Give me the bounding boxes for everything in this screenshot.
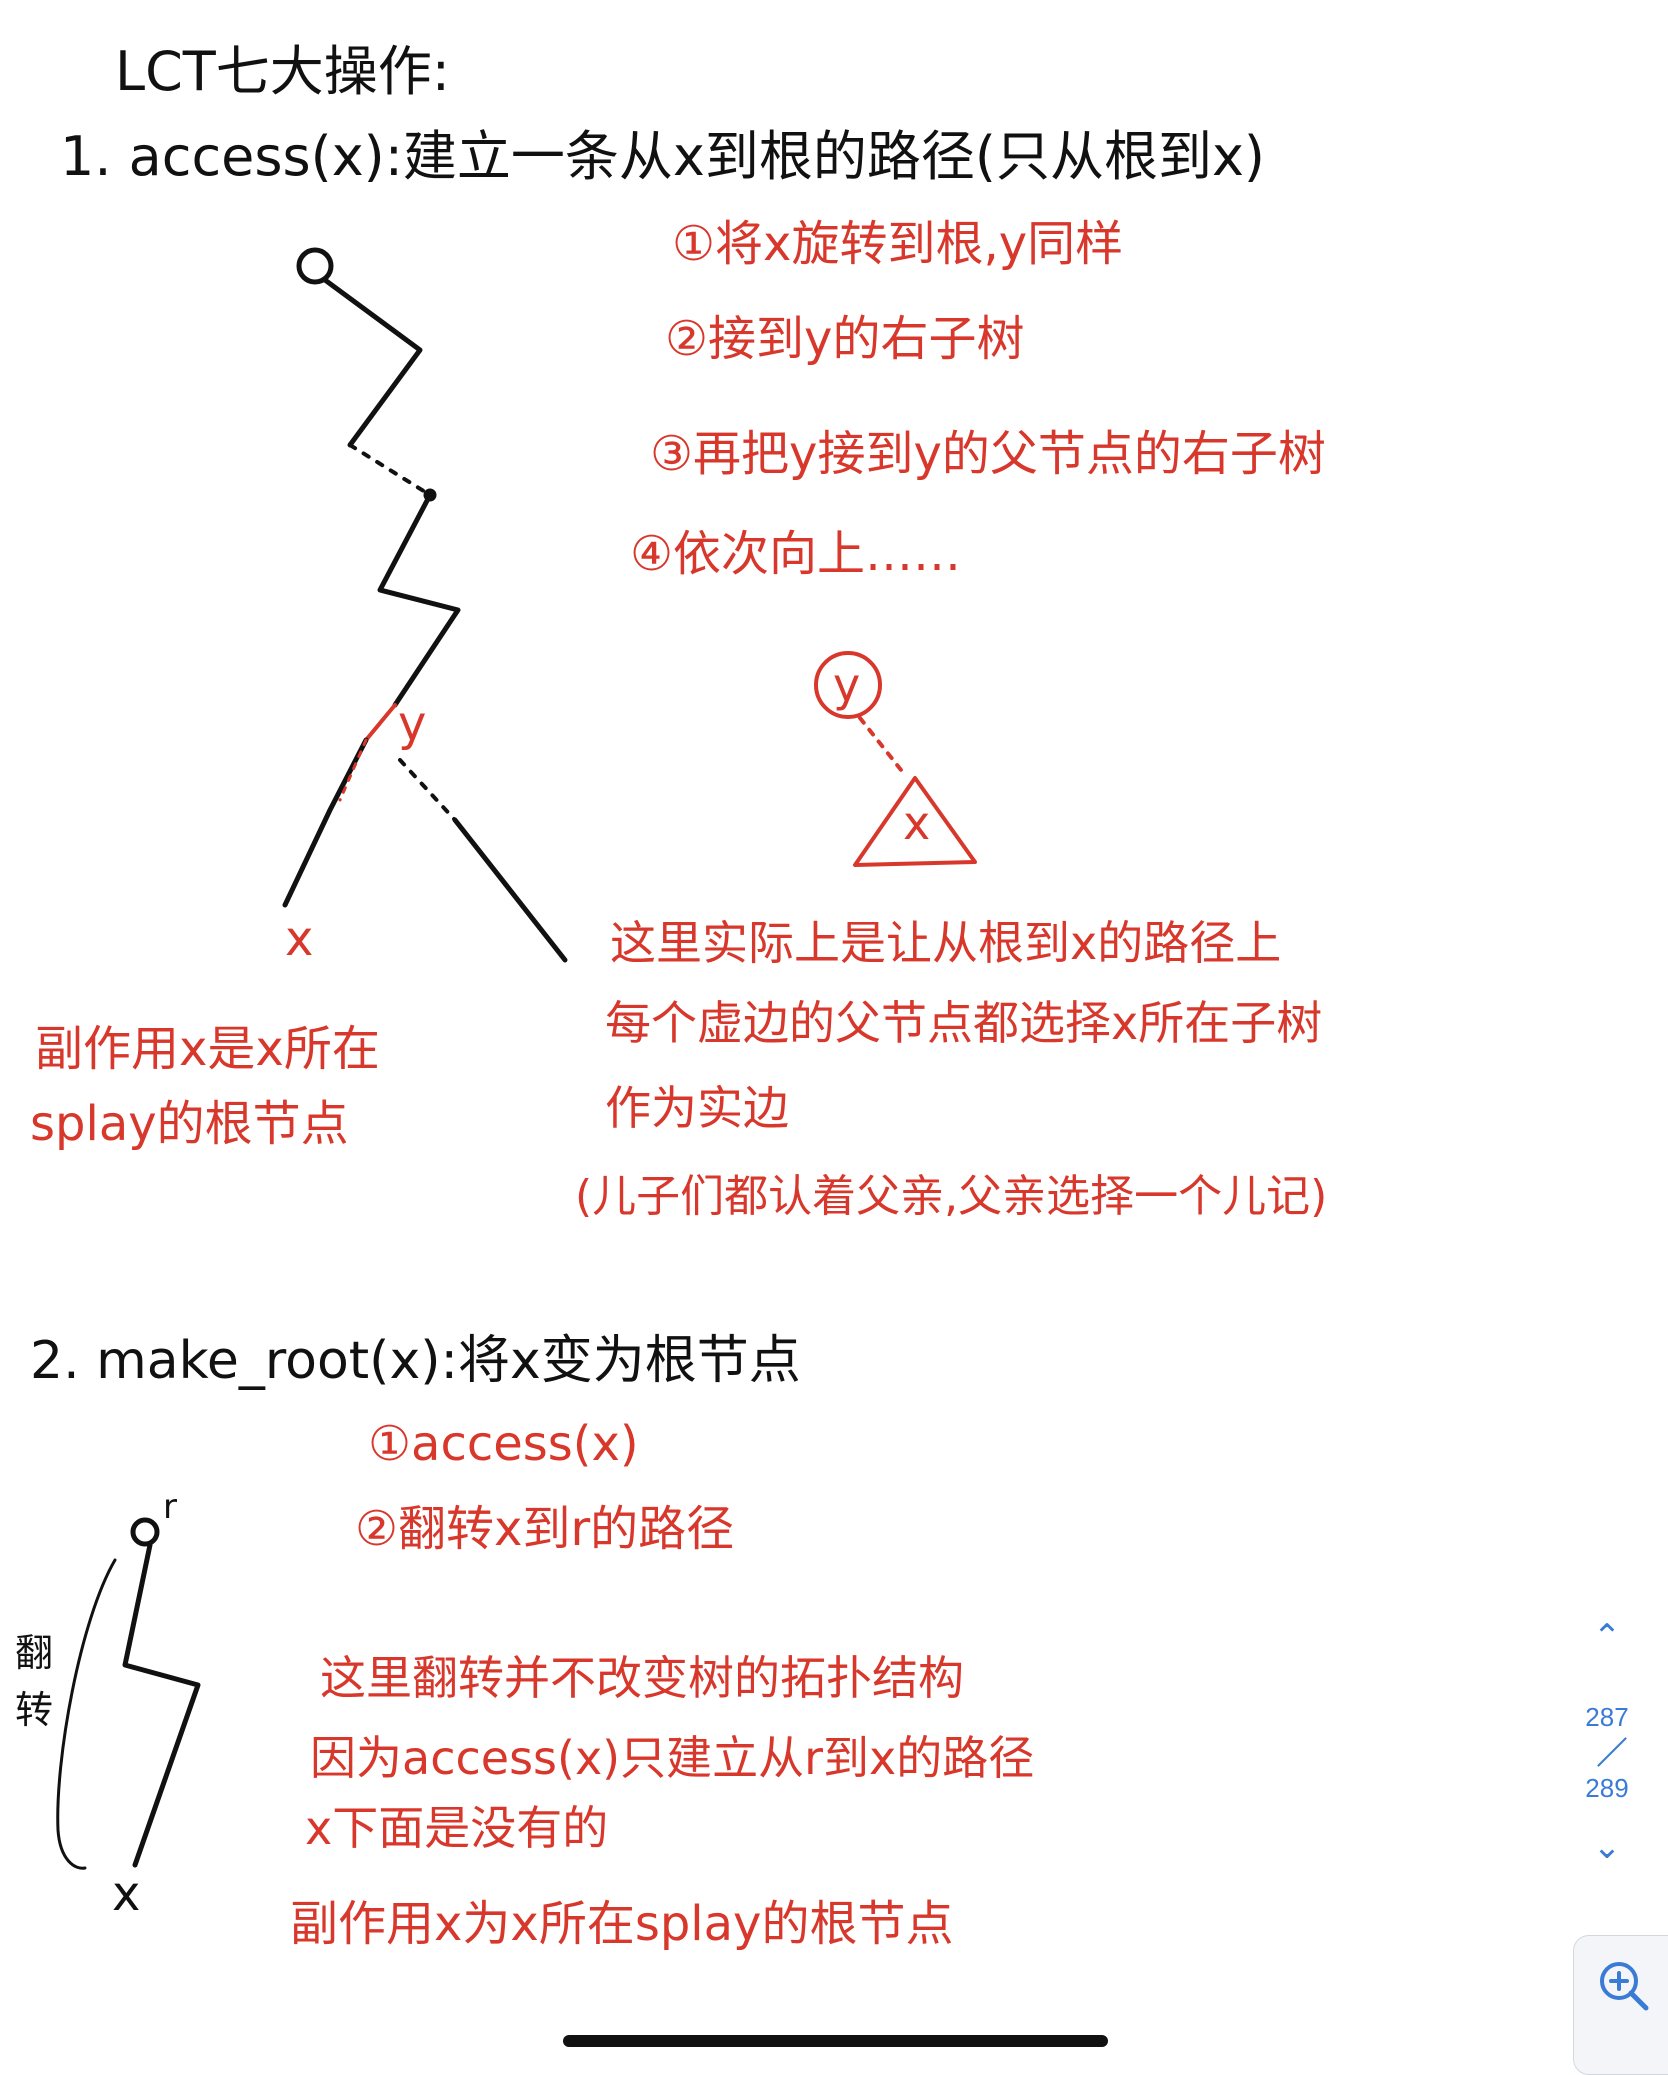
access-side-effect-line-2: splay的根节点	[30, 1096, 349, 1152]
x-subtree-triangle	[853, 776, 977, 867]
circled-y-label: y	[833, 658, 861, 712]
tree-virtual-edge-1	[348, 443, 432, 497]
tree-root-node	[296, 247, 334, 285]
access-note-line-4: (儿子们都认着父亲,父亲选择一个儿记)	[575, 1171, 1328, 1222]
pager-divider	[1572, 1733, 1642, 1773]
access-heading: 1. access(x):建立一条从x到根的路径(只从根到x)	[60, 125, 1265, 188]
make-root-step-2: ②翻转x到r的路径	[355, 1501, 735, 1557]
make-root-label-x: x	[112, 1866, 141, 1922]
access-note-line-2: 每个虚边的父节点都选择x所在子树	[605, 996, 1323, 1050]
chevron-up-icon[interactable]: ⌃	[1592, 1618, 1622, 1656]
chevron-down-icon[interactable]: ⌄	[1592, 1828, 1622, 1866]
page-title: LCT七大操作:	[115, 40, 450, 103]
tree-label-y: y	[398, 696, 427, 752]
access-note-line-3: 作为实边	[605, 1081, 789, 1135]
pager-current-page: 287	[1585, 1702, 1629, 1732]
access-step-4: ④依次向上……	[630, 526, 962, 582]
page-pager: ⌃ 287 289 ⌄	[1572, 1620, 1642, 1864]
y-to-triangle-edge	[858, 716, 907, 777]
zoom-in-button[interactable]	[1573, 1935, 1668, 2075]
tree-edge-upper	[322, 277, 423, 448]
make-root-note-line-3: x下面是没有的	[305, 1801, 609, 1855]
tree-virtual-edge-2	[398, 758, 457, 822]
tree-edge-left	[282, 737, 369, 908]
tree-edge-right	[452, 817, 568, 963]
reverse-bracket-curve	[56, 1558, 117, 1870]
make-root-heading: 2. make_root(x):将x变为根节点	[30, 1331, 801, 1391]
access-step-1: ①将x旋转到根,y同样	[672, 216, 1124, 272]
circled-y-node	[814, 651, 882, 719]
make-root-label-r: r	[163, 1487, 177, 1527]
make-root-root-node	[130, 1517, 160, 1547]
make-root-label-reverse: 翻转	[15, 1631, 54, 1732]
tree-edge-middle	[377, 492, 461, 708]
pager-total-pages: 289	[1585, 1773, 1629, 1803]
access-step-2: ②接到y的右子树	[665, 311, 1025, 367]
y-triangle-diagram	[814, 651, 977, 867]
access-tree-diagram	[282, 247, 568, 963]
make-root-side-effect: 副作用x为x所在splay的根节点	[290, 1896, 954, 1952]
make-root-path	[122, 1542, 201, 1868]
access-step-3: ③再把y接到y的父节点的右子树	[650, 426, 1326, 482]
triangle-x-label: x	[903, 796, 931, 850]
make-root-tree-diagram	[56, 1517, 201, 1870]
make-root-note-line-2: 因为access(x)只建立从r到x的路径	[310, 1731, 1035, 1785]
access-side-effect-line-1: 副作用x是x所在	[35, 1021, 380, 1077]
tree-edge-highlight	[364, 703, 397, 742]
home-indicator[interactable]	[563, 2035, 1108, 2047]
make-root-note-line-1: 这里翻转并不改变树的拓扑结构	[320, 1651, 964, 1705]
tree-edge-red-dashed	[338, 738, 368, 802]
zoom-in-icon	[1600, 1962, 1649, 2011]
make-root-step-1: ①access(x)	[368, 1416, 639, 1472]
access-note-line-1: 这里实际上是让从根到x的路径上	[610, 916, 1282, 970]
tree-label-x: x	[285, 911, 314, 967]
